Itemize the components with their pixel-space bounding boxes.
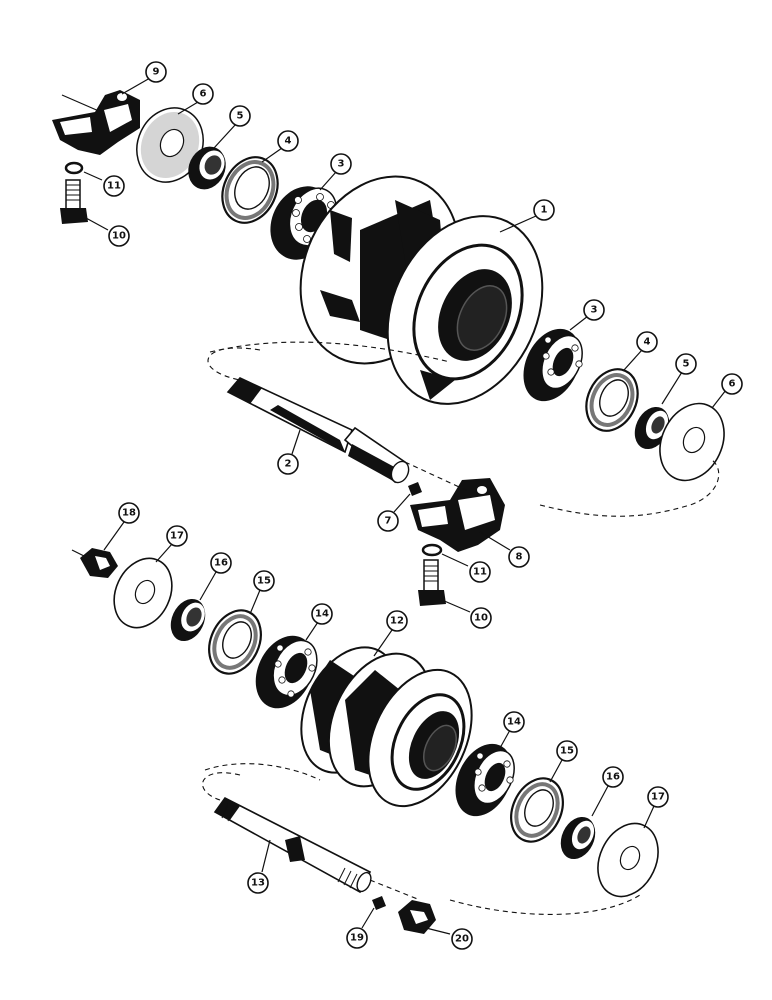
callout-10: 10 xyxy=(85,217,130,247)
callout-5: 5 xyxy=(213,105,251,149)
svg-text:12: 12 xyxy=(390,616,404,627)
callout-17-right: 17 xyxy=(643,786,669,829)
part-10-bolt-right xyxy=(418,559,446,606)
part-14-bearing-right xyxy=(455,743,515,817)
svg-text:7: 7 xyxy=(385,516,392,527)
lower-roller-assembly xyxy=(71,548,659,934)
callout-10-right: 10 xyxy=(441,599,492,629)
callout-16-right: 16 xyxy=(591,766,624,817)
callout-11: 11 xyxy=(83,171,125,197)
callout-13: 13 xyxy=(247,839,271,894)
part-16-spacer-right xyxy=(560,816,596,860)
svg-text:16: 16 xyxy=(214,558,228,569)
part-20-nut xyxy=(398,900,436,934)
part-16-spacer xyxy=(170,598,206,642)
svg-text:15: 15 xyxy=(257,576,271,587)
part-19-plug xyxy=(372,896,386,910)
part-6-washer-right xyxy=(659,402,725,482)
lower-assembly-loop xyxy=(202,763,641,915)
svg-text:4: 4 xyxy=(285,136,292,147)
svg-text:8: 8 xyxy=(516,552,523,563)
callout-16: 16 xyxy=(199,552,232,601)
svg-text:10: 10 xyxy=(112,231,126,242)
svg-text:9: 9 xyxy=(153,67,160,78)
part-15-race xyxy=(208,609,262,675)
svg-text:5: 5 xyxy=(683,359,690,370)
svg-text:10: 10 xyxy=(474,613,488,624)
callout-1: 1 xyxy=(499,199,555,233)
part-2-shaft xyxy=(226,377,410,484)
svg-text:4: 4 xyxy=(644,337,651,348)
callout-17: 17 xyxy=(155,525,188,563)
svg-text:3: 3 xyxy=(591,305,598,316)
part-4-race xyxy=(221,156,279,224)
upper-roller-assembly xyxy=(52,90,725,606)
part-5-spacer xyxy=(188,146,226,190)
svg-text:2: 2 xyxy=(285,459,292,470)
part-12-roller xyxy=(300,646,473,808)
part-7-plug xyxy=(408,482,422,496)
svg-text:14: 14 xyxy=(507,717,521,728)
callout-6: 6 xyxy=(177,83,214,115)
part-18-nut xyxy=(80,548,118,578)
callout-3-right: 3 xyxy=(569,299,605,331)
svg-text:5: 5 xyxy=(237,111,244,122)
callout-18: 18 xyxy=(103,502,140,551)
callout-2: 2 xyxy=(277,429,301,475)
callout-4-right: 4 xyxy=(623,331,658,371)
svg-text:17: 17 xyxy=(170,531,184,542)
callouts: 9 6 5 4 3 11 10 xyxy=(83,61,743,950)
svg-text:16: 16 xyxy=(606,772,620,783)
svg-text:17: 17 xyxy=(651,792,665,803)
upper-assembly-loop xyxy=(207,341,720,517)
part-15-race-right xyxy=(510,777,564,843)
svg-text:13: 13 xyxy=(251,878,265,889)
svg-text:11: 11 xyxy=(107,181,121,192)
part-5-spacer-right xyxy=(634,406,670,450)
svg-text:18: 18 xyxy=(122,508,136,519)
callout-4: 4 xyxy=(261,130,299,163)
callout-12: 12 xyxy=(373,610,408,657)
part-14-bearing xyxy=(255,635,318,709)
part-4-race-right xyxy=(585,368,639,432)
callout-9: 9 xyxy=(121,61,167,95)
callout-15-right: 15 xyxy=(549,740,578,783)
part-3-bearing-right xyxy=(523,328,583,402)
part-10-bolt xyxy=(60,179,88,224)
part-13-shaft xyxy=(213,796,372,894)
callout-14-right: 14 xyxy=(499,711,525,749)
part-8-bracket xyxy=(410,478,505,552)
callout-19: 19 xyxy=(346,907,375,949)
callout-8: 8 xyxy=(479,531,530,568)
part-11-lockwasher xyxy=(64,161,84,175)
part-11-lockwasher-right xyxy=(421,543,443,557)
svg-text:15: 15 xyxy=(560,746,574,757)
svg-text:20: 20 xyxy=(455,934,469,945)
callout-5-right: 5 xyxy=(661,353,697,405)
callout-3: 3 xyxy=(319,153,352,191)
svg-text:6: 6 xyxy=(200,89,207,100)
callout-6-right: 6 xyxy=(711,373,743,409)
part-17-washer-right xyxy=(597,822,659,898)
svg-text:14: 14 xyxy=(315,609,329,620)
callout-15: 15 xyxy=(249,570,275,615)
callout-14: 14 xyxy=(305,603,333,641)
svg-text:11: 11 xyxy=(473,567,487,578)
callout-7: 7 xyxy=(377,493,411,532)
callout-11-right: 11 xyxy=(441,553,491,583)
part-9-bracket xyxy=(52,90,140,155)
svg-text:6: 6 xyxy=(729,379,736,390)
callout-20: 20 xyxy=(425,927,473,950)
svg-text:3: 3 xyxy=(338,159,345,170)
svg-text:19: 19 xyxy=(350,933,364,944)
part-6-washer xyxy=(136,107,204,183)
svg-text:1: 1 xyxy=(541,205,548,216)
